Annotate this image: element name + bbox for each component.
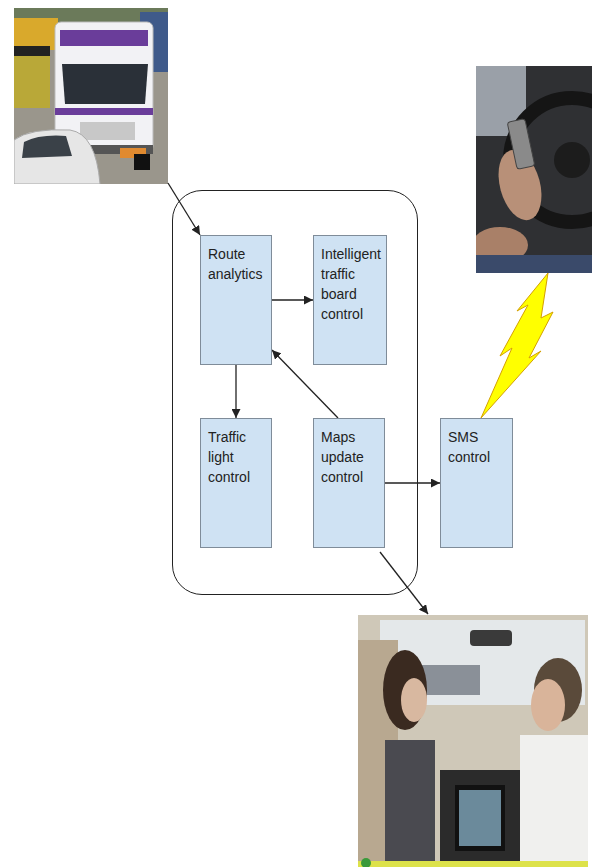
bus bbox=[14, 18, 58, 50]
car-photo bbox=[358, 615, 588, 867]
strip bbox=[358, 861, 588, 867]
gps-map bbox=[459, 790, 501, 846]
arrow-connector bbox=[272, 299, 313, 300]
dot bbox=[361, 858, 371, 867]
gps-screen bbox=[455, 785, 505, 851]
white-car bbox=[14, 130, 100, 184]
box-label: Route analytics bbox=[208, 244, 266, 284]
leader-line bbox=[380, 552, 428, 614]
wheel bbox=[134, 154, 150, 170]
ambulance-stripe bbox=[55, 108, 153, 115]
process-box: Intelligent traffic board control bbox=[313, 235, 387, 365]
street bbox=[14, 8, 168, 184]
arrow-connector bbox=[235, 365, 236, 418]
driver bbox=[520, 735, 588, 867]
rickshaw-roof bbox=[14, 46, 50, 56]
hair bbox=[383, 650, 427, 730]
outside-car bbox=[420, 665, 480, 695]
windshield bbox=[62, 64, 148, 104]
passenger bbox=[385, 740, 435, 867]
dashboard bbox=[440, 770, 520, 867]
car-interior bbox=[358, 615, 588, 867]
grille bbox=[80, 122, 135, 140]
box-label: Traffic light control bbox=[208, 427, 266, 487]
process-box: SMS control bbox=[440, 418, 513, 548]
face bbox=[531, 679, 565, 731]
phone-photo bbox=[476, 66, 592, 273]
box-label: Maps update control bbox=[321, 427, 379, 487]
sleeve bbox=[476, 255, 592, 273]
box-label: SMS control bbox=[448, 427, 507, 467]
wheel-hub bbox=[554, 142, 590, 178]
lightning-bolt bbox=[481, 273, 553, 418]
face bbox=[401, 678, 427, 722]
process-box: Maps update control bbox=[313, 418, 385, 548]
mirror bbox=[470, 630, 512, 646]
box-label: Intelligent traffic board control bbox=[321, 244, 381, 324]
arrow-connector bbox=[385, 482, 440, 483]
process-box: Traffic light control bbox=[200, 418, 272, 548]
auto-rickshaw bbox=[14, 48, 50, 108]
car-window bbox=[22, 136, 72, 158]
ambulance-photo bbox=[14, 8, 168, 184]
phone bbox=[507, 119, 535, 170]
process-box: Route analytics bbox=[200, 235, 272, 365]
ambulance-stripe bbox=[60, 30, 148, 46]
